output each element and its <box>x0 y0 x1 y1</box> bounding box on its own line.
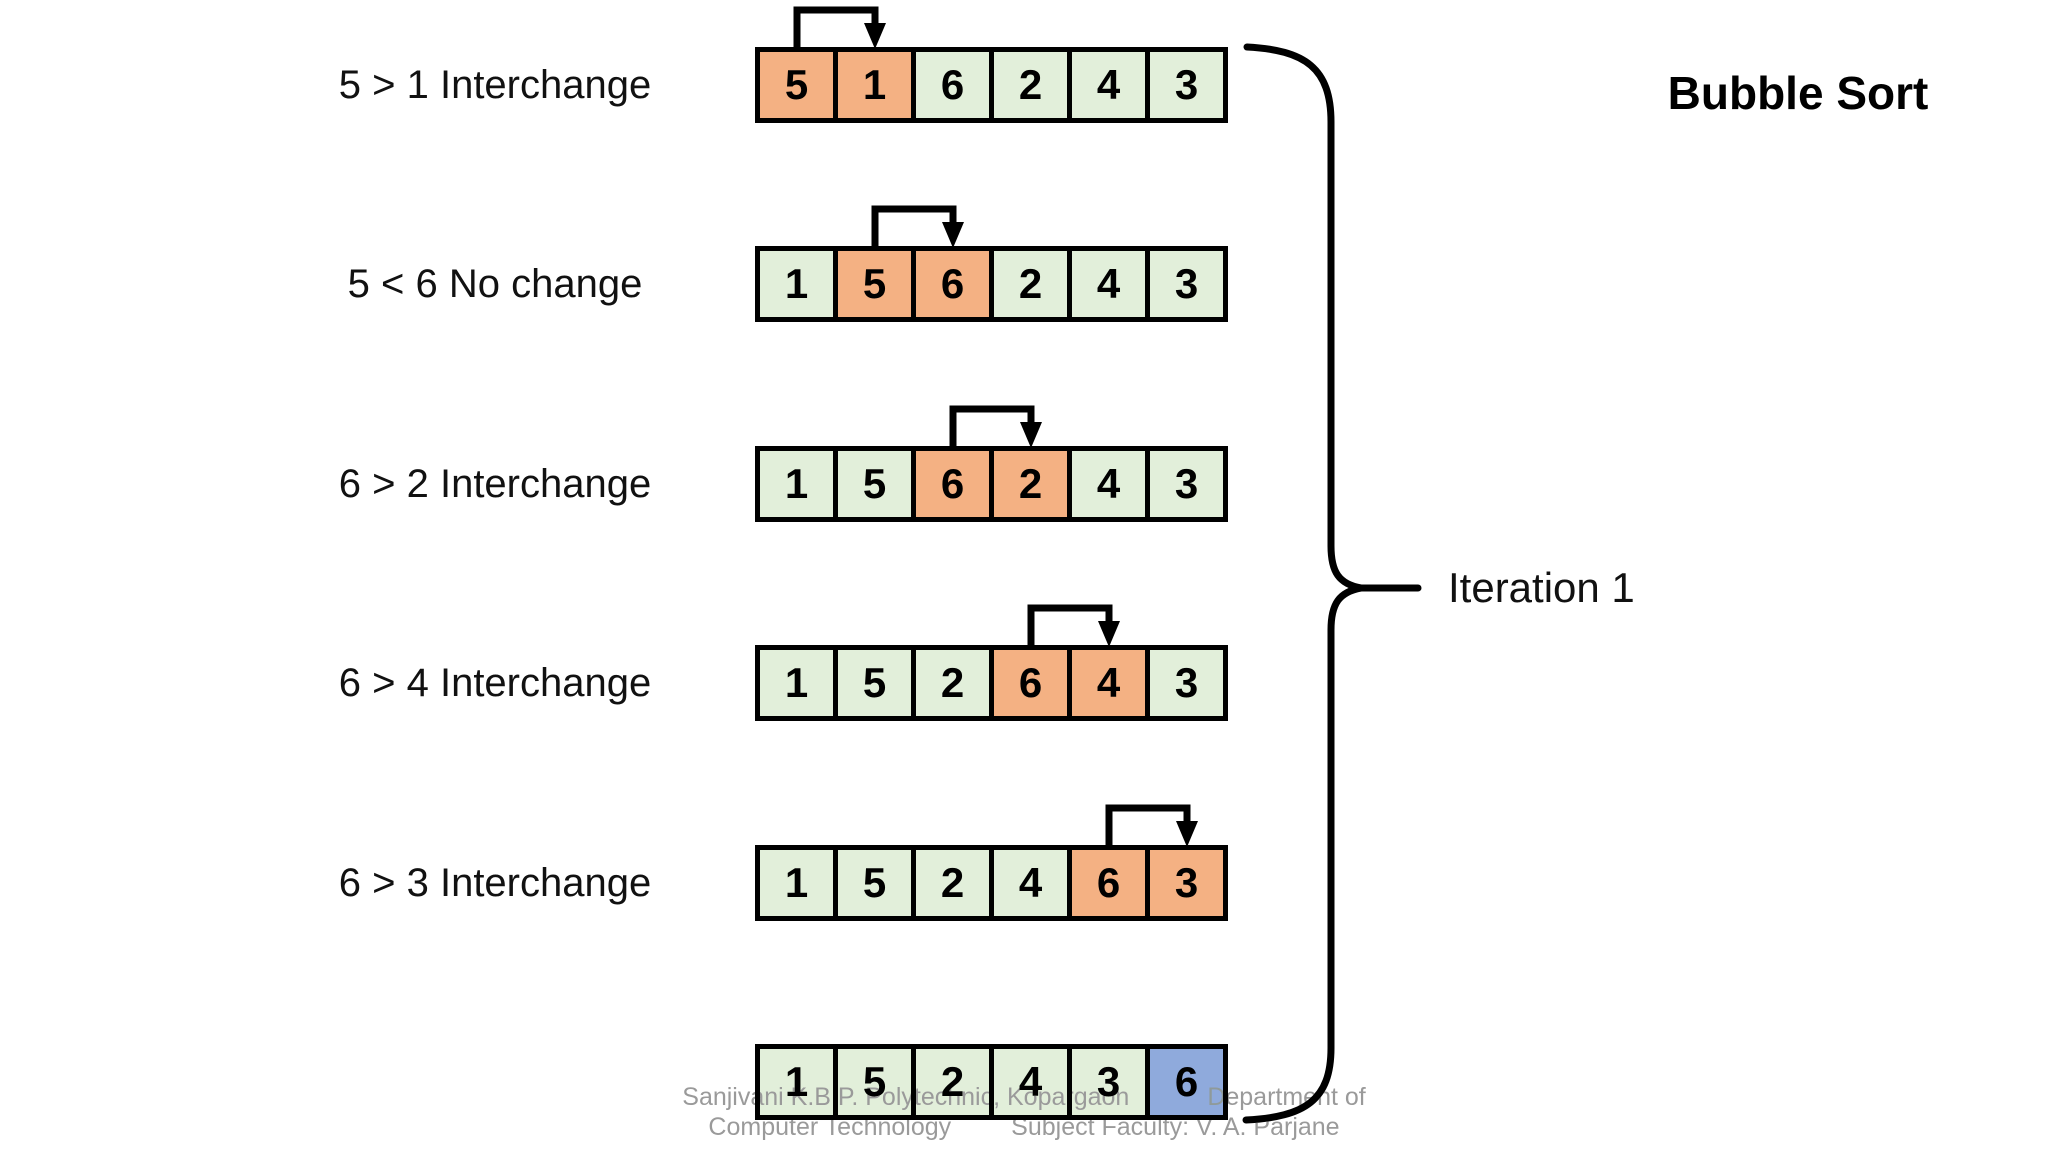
array-cell: 5 <box>838 850 911 916</box>
array-cell: 2 <box>994 451 1067 517</box>
footer-department-bottom: Computer Technology <box>708 1113 952 1141</box>
step-label: 6 > 2 Interchange <box>338 461 652 506</box>
swap-arrow <box>793 6 886 49</box>
array-cell: 2 <box>916 850 989 916</box>
footer-faculty: Subject Faculty: V. A. Parjane <box>1011 1113 1340 1141</box>
footer-institution: Sanjivani K.B.P. Polytechnic, Kopargaon <box>682 1083 1130 1111</box>
array-cell: 2 <box>916 1049 989 1115</box>
array-cell: 1 <box>760 251 833 317</box>
array-cell: 3 <box>1072 1049 1145 1115</box>
array-cell: 1 <box>760 850 833 916</box>
array-cell: 3 <box>1150 251 1223 317</box>
array-cell: 6 <box>916 251 989 317</box>
array-cell: 4 <box>1072 650 1145 716</box>
page-title: Bubble Sort <box>1667 67 1929 119</box>
array-cell: 4 <box>1072 451 1145 517</box>
brace-path <box>1242 43 1362 1124</box>
array-cell: 5 <box>838 251 911 317</box>
array-cell: 1 <box>838 52 911 118</box>
array-cell: 6 <box>916 451 989 517</box>
step-label: 5 < 6 No change <box>347 261 643 306</box>
array-cell: 5 <box>760 52 833 118</box>
footer-line-2: Computer Technology Subject Faculty: V. … <box>708 1112 1339 1142</box>
array-cell: 2 <box>994 251 1067 317</box>
iteration-label: Iteration 1 <box>1448 564 1635 611</box>
array-cell: 2 <box>994 52 1067 118</box>
array-cell: 3 <box>1150 850 1223 916</box>
array-cell: 1 <box>760 451 833 517</box>
array-cell: 2 <box>916 650 989 716</box>
array-cell: 6 <box>1072 850 1145 916</box>
footer-line-1: Sanjivani K.B.P. Polytechnic, Kopargaon … <box>682 1082 1365 1112</box>
step-label: 6 > 3 Interchange <box>338 860 652 905</box>
array-cell: 6 <box>916 52 989 118</box>
array-cell: 3 <box>1150 52 1223 118</box>
array-cell: 4 <box>1072 251 1145 317</box>
swap-arrow <box>1027 604 1120 647</box>
footer: Sanjivani K.B.P. Polytechnic, Kopargaon … <box>0 1082 2048 1142</box>
array-cell: 4 <box>994 850 1067 916</box>
array-cell: 4 <box>1072 52 1145 118</box>
array-cell: 4 <box>994 1049 1067 1115</box>
array-cell: 3 <box>1150 650 1223 716</box>
array-cell: 1 <box>760 1049 833 1115</box>
array-cell: 3 <box>1150 451 1223 517</box>
step-label: 6 > 4 Interchange <box>338 660 652 705</box>
footer-department-top: Department of <box>1207 1083 1366 1111</box>
array-cell: 5 <box>838 650 911 716</box>
array-cell: 5 <box>838 1049 911 1115</box>
swap-arrow <box>1105 804 1198 847</box>
step-label: 5 > 1 Interchange <box>338 62 652 107</box>
array-cell: 6 <box>1150 1049 1223 1115</box>
array-cell: 6 <box>994 650 1067 716</box>
array-cell: 1 <box>760 650 833 716</box>
array-cell: 5 <box>838 451 911 517</box>
swap-arrow <box>871 205 964 248</box>
swap-arrow <box>949 405 1042 448</box>
